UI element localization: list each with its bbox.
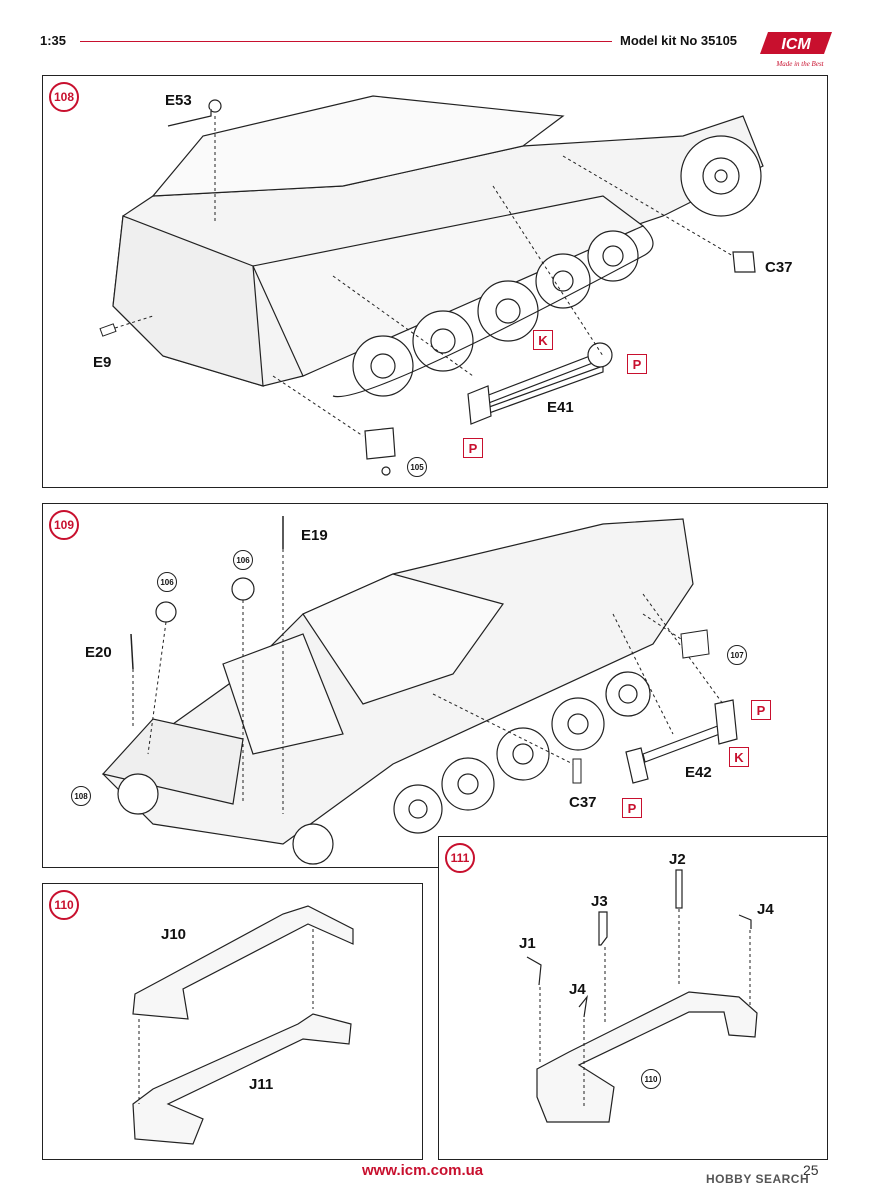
part-label-e53: E53 — [165, 92, 192, 109]
step-reference-110: 110 — [641, 1069, 661, 1089]
step-reference-108: 108 — [71, 786, 91, 806]
halftrack-rear-drawing — [99, 95, 764, 476]
part-label-e9: E9 — [93, 354, 112, 371]
part-label-e41: E41 — [547, 399, 574, 416]
step-number-badge: 110 — [49, 890, 79, 920]
scale-label: 1:35 — [40, 33, 67, 48]
tag-p: P — [751, 700, 771, 720]
part-label-j3: J3 — [591, 893, 608, 910]
svg-text:ICM: ICM — [781, 36, 811, 53]
part-label-j4: J4 — [569, 981, 586, 998]
bracket-assembly-drawing — [526, 869, 758, 1123]
watermark: HOBBY SEARCH — [706, 1172, 810, 1186]
svg-text:Made in the Best: Made in the Best — [775, 60, 824, 68]
step-number-badge: 109 — [49, 510, 79, 540]
part-label-c37: C37 — [765, 259, 793, 276]
part-label-e20: E20 — [85, 644, 112, 661]
step-reference-106: 106 — [233, 550, 253, 570]
part-label-j1: J1 — [519, 935, 536, 952]
step-110-panel: 110 J10 J11 — [42, 883, 423, 1160]
part-label-j2: J2 — [669, 851, 686, 868]
step-reference-105: 105 — [407, 457, 427, 477]
part-label-e42: E42 — [685, 764, 712, 781]
step-111-panel: 111 J2 J3 J4 J1 J4 110 — [438, 836, 828, 1160]
part-label-j4: J4 — [757, 901, 774, 918]
part-label-j11: J11 — [249, 1076, 274, 1093]
header-rule — [80, 41, 612, 42]
tag-p: P — [627, 354, 647, 374]
website-link[interactable]: www.icm.com.ua — [362, 1162, 484, 1179]
page-number: 25 — [803, 1162, 819, 1178]
tag-k: K — [533, 330, 553, 350]
step-109-panel: 109 E19 E20 C37 E42 106 106 107 108 P K … — [42, 503, 828, 868]
step-108-panel: 108 E53 E9 E41 C37 105 K P P — [42, 75, 828, 488]
kit-number: Model kit No 35105 — [620, 33, 738, 48]
icm-logo: ICM Made in the Best — [760, 26, 840, 70]
step-number-badge: 111 — [445, 843, 475, 873]
tag-p: P — [463, 438, 483, 458]
part-label-j10: J10 — [161, 926, 187, 943]
tag-k: K — [729, 747, 749, 767]
step-reference-107: 107 — [727, 645, 747, 665]
step-number-badge: 108 — [49, 82, 79, 112]
part-label-c37: C37 — [569, 794, 597, 811]
frame-assembly-drawing — [132, 905, 354, 1145]
tag-p: P — [622, 798, 642, 818]
part-label-e19: E19 — [301, 527, 328, 544]
halftrack-front-drawing — [101, 516, 738, 865]
step-reference-106: 106 — [157, 572, 177, 592]
